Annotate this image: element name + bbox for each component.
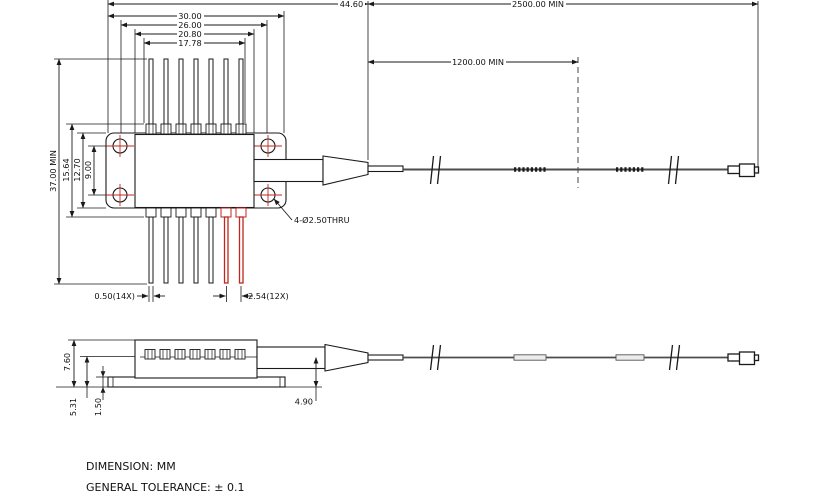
top-view: 44.60 2500.00 MIN 30.00 26.00 20.80 17.7…	[48, 0, 760, 302]
pin-pitch-label: 2.54(12X)	[248, 291, 289, 301]
dim-hole-spacing: 26.00	[178, 20, 201, 30]
boot-tube-side	[367, 354, 404, 361]
highlighted-pins	[223, 216, 244, 284]
fiber-connector-side	[727, 351, 760, 366]
strain-relief-boot	[322, 155, 369, 186]
splice-sleeve-side	[513, 354, 547, 361]
break-marks	[429, 155, 680, 185]
fiber-snout-side	[256, 346, 326, 370]
dim-body-width: 20.80	[178, 29, 201, 39]
break-marks-side	[429, 344, 681, 371]
note-general-tolerance: GENERAL TOLERANCE: ± 0.1	[86, 481, 244, 494]
hole-centerlines	[106, 135, 282, 206]
fiber-assembly-top	[253, 155, 760, 186]
drawing-notes: DIMENSION: MM GENERAL TOLERANCE: ± 0.1	[86, 460, 244, 494]
fiber-assembly-side	[256, 343, 760, 372]
dim-hole-vertical-spacing: 9.00	[83, 161, 93, 179]
boot-tube	[367, 165, 404, 173]
top-pin-row	[145, 58, 247, 135]
side-view-dimensions	[71, 339, 319, 401]
bottom-pin-row	[145, 207, 247, 284]
side-view-dimension-labels: 7.60 5.31 1.50 4.90	[62, 353, 313, 416]
top-view-extension-lines	[54, 0, 759, 302]
top-view-dimension-labels: 44.60 2500.00 MIN 30.00 26.00 20.80 17.7…	[48, 0, 566, 301]
fiber-snout	[253, 158, 324, 183]
dim-bare-fiber-min: 1200.00 MIN	[452, 57, 504, 67]
dim-overall-height-min: 37.00 MIN	[48, 150, 58, 192]
dim-cable-length-min: 2500.00 MIN	[512, 0, 564, 9]
fiber-connector-top	[727, 163, 760, 178]
dim-pin-row-width: 17.78	[178, 38, 201, 48]
dim-flange-width: 30.00	[178, 11, 201, 21]
dim-base-thickness: 1.50	[93, 398, 103, 416]
note-dimension-unit: DIMENSION: MM	[86, 460, 176, 473]
highlighted-feet	[220, 207, 247, 218]
dim-feet-span: 15.64	[61, 158, 71, 181]
dim-boot-axis-height: 4.90	[295, 397, 313, 407]
package-body	[134, 133, 255, 209]
pin-width-label: 0.50(14X)	[94, 291, 135, 301]
splice-sleeve-side	[615, 354, 645, 361]
strain-relief-boot-side	[324, 343, 369, 372]
dim-package-height: 7.60	[62, 353, 72, 371]
dim-flange-height: 12.70	[72, 158, 82, 181]
hole-callout-label: 4-Ø2.50THRU	[294, 215, 350, 225]
dim-overall-length: 44.60	[340, 0, 363, 9]
side-pin-feet	[144, 349, 246, 360]
dim-axis-height: 5.31	[68, 398, 78, 416]
side-view: 7.60 5.31 1.50 4.90	[56, 339, 760, 416]
